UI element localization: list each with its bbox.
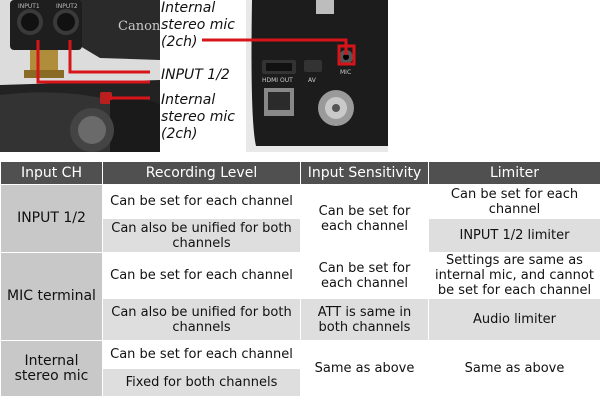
header-input-sensitivity: Input Sensitivity <box>300 161 429 185</box>
cell-sensitivity: Can be set for each channel <box>300 184 429 253</box>
table-row: Can also be unified for both channels AT… <box>1 298 600 341</box>
table-row: Internal stereo mic Can be set for each … <box>0 340 600 397</box>
camera-handle-photo: Canon INPUT1 INPUT2 <box>0 0 160 152</box>
cell-sensitivity: Same as above <box>300 340 429 397</box>
cell-sensitivity: ATT is same in both channels <box>300 298 429 341</box>
cell-sensitivity: Can be set for each channel <box>300 252 429 299</box>
table-row: MIC terminal Can be set for each channel… <box>0 252 600 341</box>
callout-input-12: INPUT 1/2 <box>161 67 230 83</box>
row-header-mic: MIC terminal <box>0 252 103 341</box>
svg-text:INPUT2: INPUT2 <box>56 3 78 10</box>
cell-level: Can also be unified for both channels <box>102 298 301 341</box>
table-row: Can also be unified for both channels IN… <box>1 218 600 253</box>
header-limiter: Limiter <box>428 161 600 185</box>
row-header-internal: Internal stereo mic <box>0 340 103 397</box>
svg-text:INPUT1: INPUT1 <box>18 3 40 10</box>
callout-internal-mic-bottom: Internal stereo mic (2ch) <box>161 92 236 142</box>
cell-level: Fixed for both channels <box>102 368 301 397</box>
canon-logo: Canon <box>118 19 160 34</box>
svg-text:MIC: MIC <box>340 69 351 76</box>
table-row: Fixed for both channels <box>1 368 600 397</box>
cell-level: Can be set for each channel <box>102 184 301 219</box>
row-header-input12: INPUT 1/2 <box>0 184 103 253</box>
cell-limiter: Settings are same as internal mic, and c… <box>428 252 600 299</box>
cell-limiter: Audio limiter <box>428 298 600 341</box>
cell-limiter: Same as above <box>428 340 600 397</box>
cell-limiter: Can be set for each channel <box>428 184 600 219</box>
header-recording-level: Recording Level <box>102 161 301 185</box>
callout-lines <box>36 38 356 100</box>
cell-level: Can be set for each channel <box>102 252 301 299</box>
audio-spec-table: Input CH Recording Level Input Sensitivi… <box>0 161 600 397</box>
callout-internal-mic-top: Internal stereo mic (2ch) <box>161 0 236 50</box>
camera-side-photo: HDMI OUT AV MIC <box>246 0 388 152</box>
header-input-ch: Input CH <box>0 161 103 185</box>
cell-level: Can also be unified for both channels <box>102 218 301 253</box>
cell-limiter: INPUT 1/2 limiter <box>428 218 600 253</box>
svg-text:HDMI OUT: HDMI OUT <box>262 77 293 84</box>
svg-text:AV: AV <box>308 77 317 84</box>
cell-level: Can be set for each channel <box>102 340 301 369</box>
table-header-row: Input CH Recording Level Input Sensitivi… <box>0 161 600 185</box>
table-row: INPUT 1/2 Can be set for each channel Ca… <box>0 184 600 253</box>
